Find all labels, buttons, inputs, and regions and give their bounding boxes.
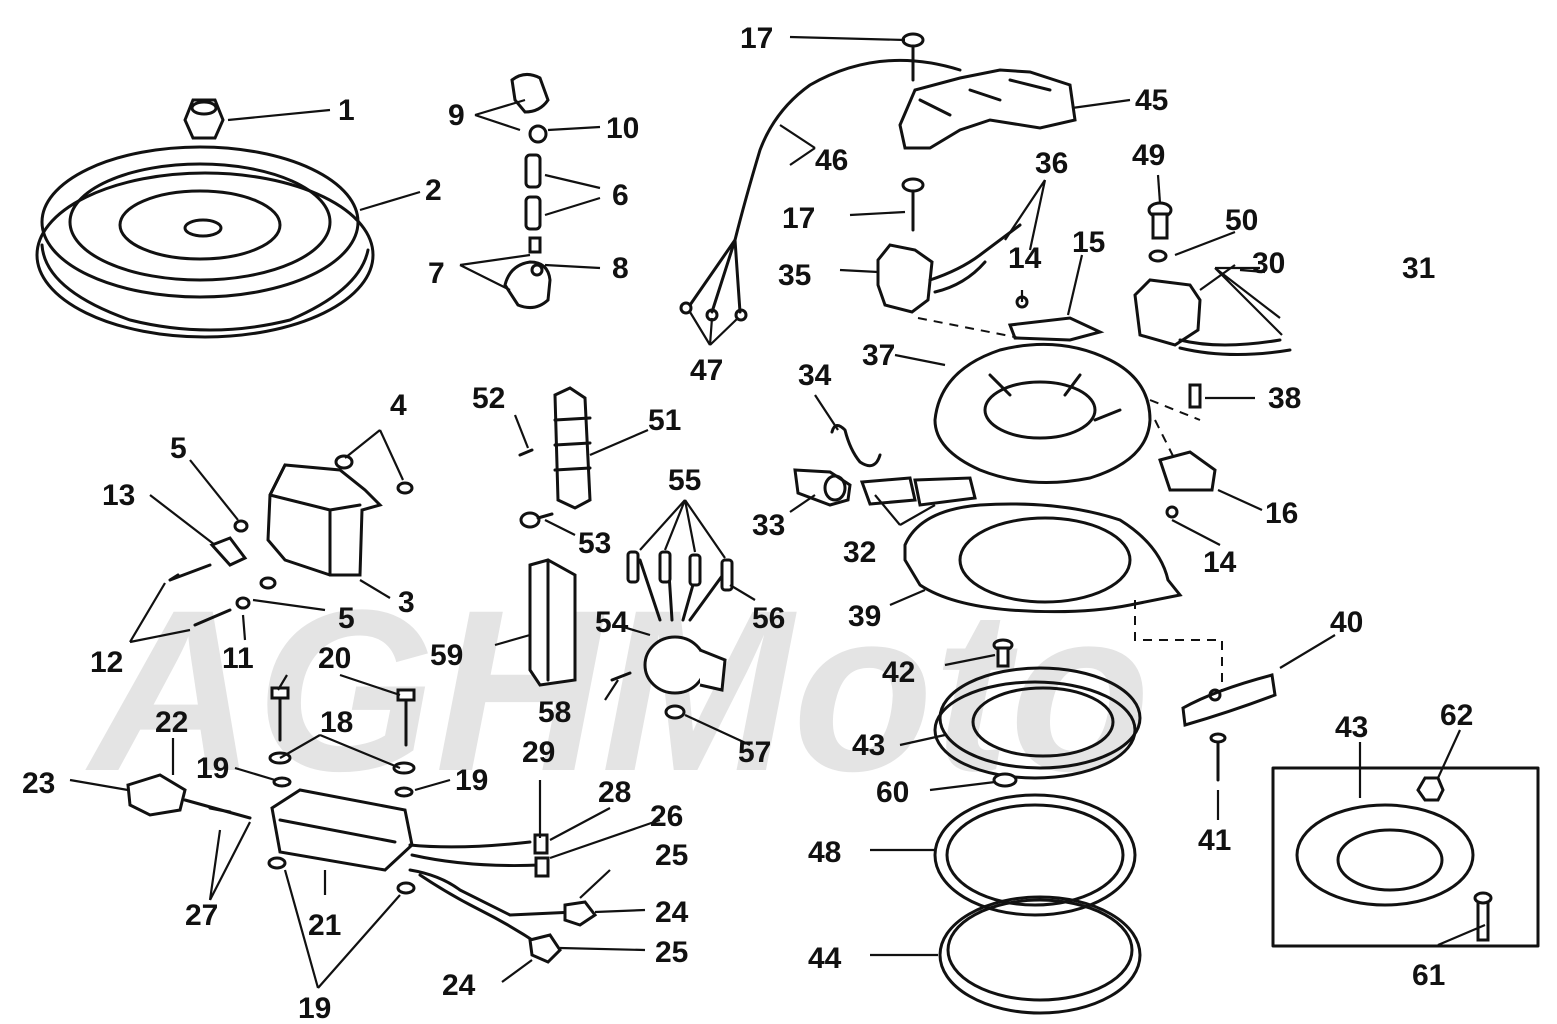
callout-5a: 5 (170, 432, 187, 465)
callout-9: 9 (448, 99, 465, 132)
callout-23: 23 (22, 767, 55, 800)
spring-clip (830, 424, 882, 468)
sleeve-32 (859, 476, 977, 507)
callout-24a: 24 (655, 896, 689, 929)
callout-41: 41 (1198, 824, 1231, 857)
callout-25b: 25 (655, 936, 688, 969)
callout-12: 12 (90, 646, 123, 679)
callout-34: 34 (798, 359, 832, 392)
callout-5b: 5 (338, 602, 355, 635)
callout-20: 20 (318, 642, 351, 675)
callout-22: 22 (155, 706, 188, 739)
screw-42 (992, 638, 1014, 668)
callout-15: 15 (1072, 226, 1105, 259)
callout-19a: 19 (196, 752, 229, 785)
callout-3: 3 (398, 586, 415, 619)
inset-box (1271, 766, 1540, 948)
callout-49: 49 (1132, 139, 1165, 172)
callout-52: 52 (472, 382, 505, 415)
callout-17b: 17 (782, 202, 815, 235)
callout-59: 59 (430, 639, 463, 672)
callout-62: 62 (1440, 699, 1473, 732)
callout-11: 11 (222, 642, 254, 675)
callout-17a: 17 (740, 22, 773, 55)
callout-58: 58 (538, 696, 571, 729)
callout-54: 54 (595, 606, 629, 639)
callout-14a: 14 (1008, 242, 1042, 275)
callout-27: 27 (185, 899, 218, 932)
callout-7: 7 (428, 257, 445, 290)
connector-33 (793, 468, 852, 507)
timer-base (917, 295, 1217, 519)
spark-plug-boot (503, 73, 552, 310)
callout-10: 10 (606, 112, 639, 145)
callout-51: 51 (648, 404, 681, 437)
callout-37: 37 (862, 339, 895, 372)
flywheel (35, 145, 375, 339)
callout-26: 26 (650, 800, 683, 833)
callout-38: 38 (1268, 382, 1301, 415)
callout-16: 16 (1265, 497, 1298, 530)
callout-19c: 19 (298, 992, 331, 1024)
leader-lines (69, 35, 1486, 989)
callout-53: 53 (578, 527, 611, 560)
callout-32: 32 (843, 536, 876, 569)
charge-coil (876, 223, 1022, 314)
armature-plate (903, 502, 1183, 614)
callout-45: 45 (1135, 84, 1168, 117)
callout-39: 39 (848, 600, 881, 633)
callout-2: 2 (425, 174, 442, 207)
callout-33: 33 (752, 509, 785, 542)
callout-44: 44 (808, 942, 842, 975)
retainer-plate-43 (933, 666, 1142, 780)
callout-42: 42 (882, 656, 915, 689)
callout-19b: 19 (455, 764, 488, 797)
callout-1: 1 (338, 94, 355, 127)
rectifier-54 (610, 550, 734, 720)
callout-35: 35 (778, 259, 811, 292)
callout-46: 46 (815, 144, 848, 177)
ignition-coil (168, 454, 414, 627)
power-pack (126, 686, 598, 964)
callout-31: 31 (1402, 252, 1435, 285)
callout-56: 56 (752, 602, 785, 635)
callout-48: 48 (808, 836, 841, 869)
callout-29: 29 (522, 736, 555, 769)
callout-6: 6 (612, 179, 629, 212)
callout-43a: 43 (852, 729, 885, 762)
callout-30: 30 (1252, 247, 1285, 280)
callout-28: 28 (598, 776, 631, 809)
callout-18: 18 (320, 706, 353, 739)
callout-13: 13 (102, 479, 135, 512)
callout-40: 40 (1330, 606, 1363, 639)
callout-50: 50 (1225, 204, 1258, 237)
callout-57: 57 (738, 736, 771, 769)
ring-44 (938, 895, 1142, 1015)
washer-60 (992, 772, 1018, 788)
flywheel-nut (183, 98, 225, 140)
callout-47: 47 (690, 354, 723, 387)
callout-60: 60 (876, 776, 909, 809)
callout-4: 4 (390, 389, 407, 422)
callout-24b: 24 (442, 969, 476, 1002)
stator-assembly (679, 58, 1077, 322)
callout-36: 36 (1035, 147, 1068, 180)
screw-17-top (901, 32, 925, 82)
callout-21: 21 (308, 909, 341, 942)
bracket-59 (528, 558, 577, 687)
callout-61: 61 (1412, 959, 1445, 992)
terminal-block (518, 386, 592, 529)
callout-55: 55 (668, 464, 701, 497)
sensor-coil (1133, 201, 1292, 357)
callout-14b: 14 (1203, 546, 1237, 579)
callout-43b: 43 (1335, 711, 1368, 744)
callout-labels: 1 2 3 4 5 5 6 7 8 9 10 11 12 13 14 14 15… (22, 22, 1473, 1024)
screw-17-mid (901, 177, 925, 232)
callout-25a: 25 (655, 839, 688, 872)
cam-40 (1134, 600, 1277, 782)
ring-48 (933, 793, 1137, 917)
callout-8: 8 (612, 252, 629, 285)
